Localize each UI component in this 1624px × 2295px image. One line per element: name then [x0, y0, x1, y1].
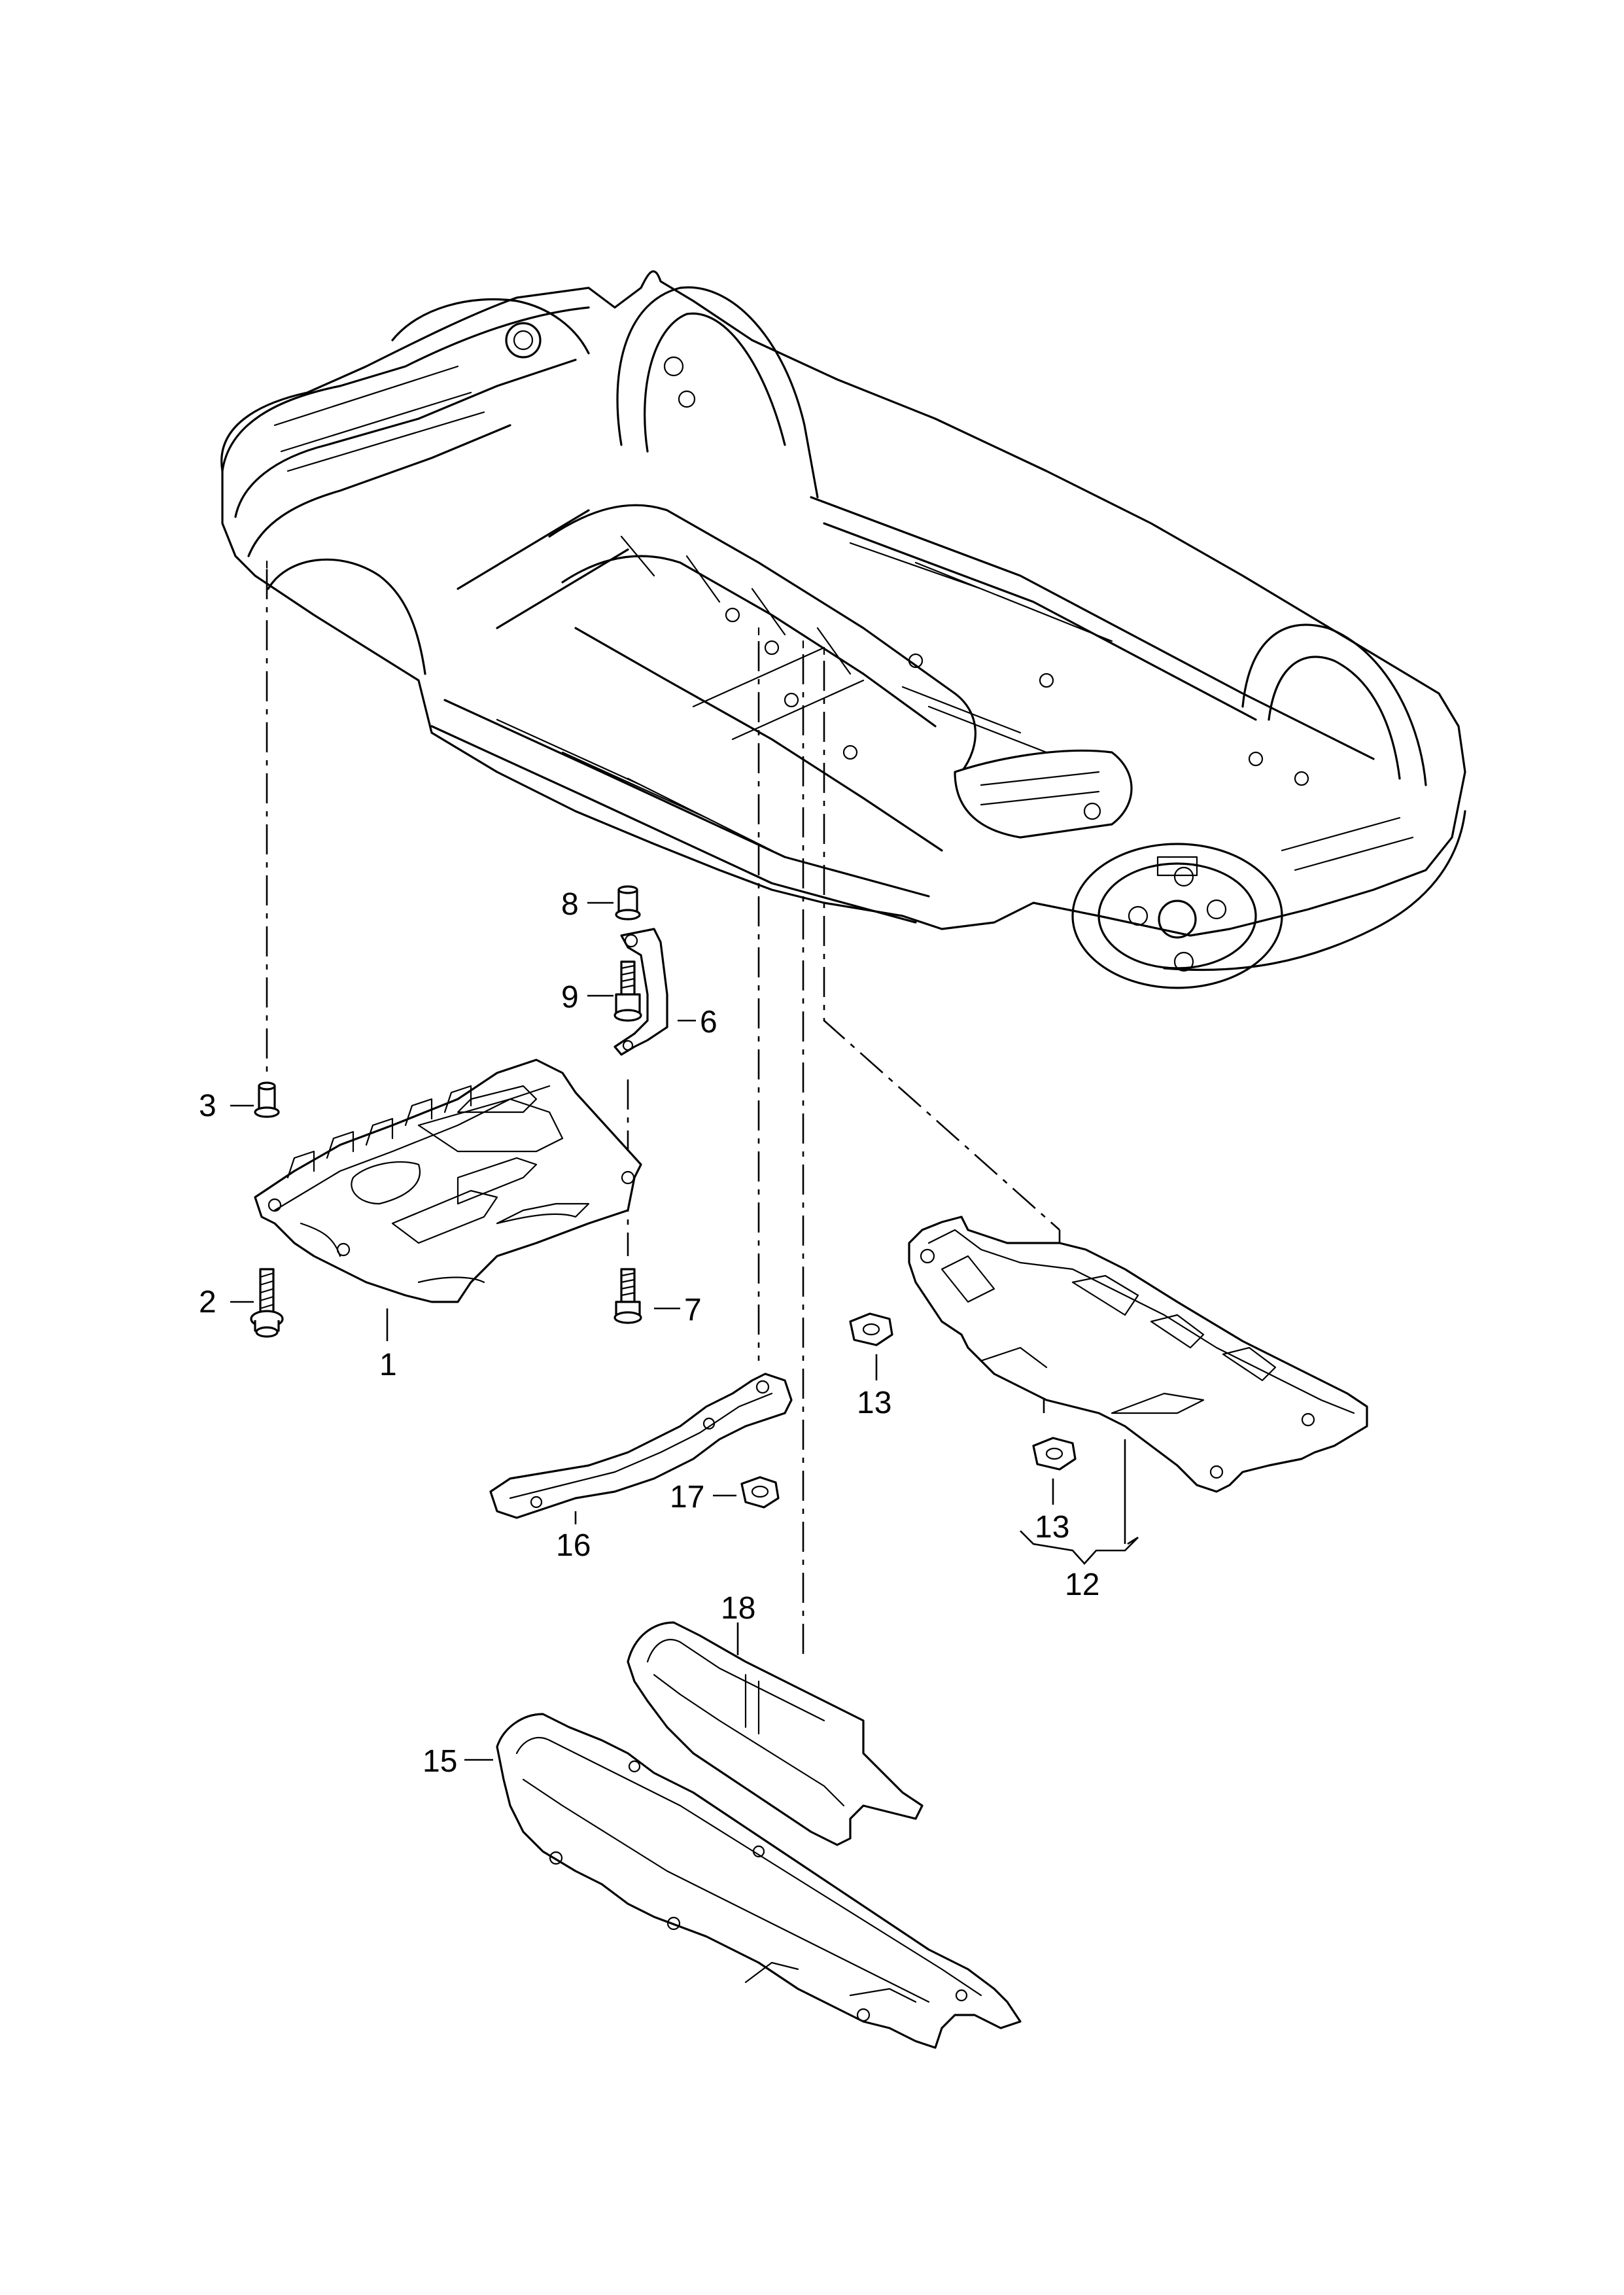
- part-2-bolt: [250, 1268, 284, 1338]
- label-part-15: 15: [423, 1744, 457, 1779]
- label-part-18: 18: [721, 1591, 755, 1626]
- part-1-insulation-tray: [254, 1059, 642, 1303]
- part-3-clip: [254, 1081, 280, 1118]
- label-part-17: 17: [670, 1480, 704, 1515]
- leader-12-bracket: [1020, 1530, 1139, 1565]
- connection-lines: [266, 569, 1074, 1662]
- label-part-9: 9: [561, 980, 579, 1015]
- label-part-13-a: 13: [857, 1386, 891, 1420]
- vehicle-underbody: [220, 270, 1466, 989]
- part-9-bolt: [613, 960, 642, 1022]
- label-part-2: 2: [199, 1285, 216, 1320]
- label-part-7: 7: [684, 1293, 702, 1327]
- callouts: 1 2 3 6 7 8 9 12 13 13 15 16 17 18: [199, 887, 1099, 1779]
- label-part-13-b: 13: [1035, 1510, 1069, 1545]
- part-17-nut: [740, 1476, 780, 1509]
- part-6-bracket: [613, 928, 668, 1056]
- label-part-12: 12: [1065, 1568, 1099, 1602]
- label-part-3: 3: [199, 1089, 216, 1123]
- label-part-16: 16: [556, 1528, 591, 1563]
- part-15-heat-shield: [496, 1713, 1022, 2049]
- part-12-underbody-panel: [908, 1216, 1368, 1493]
- part-16-brace: [489, 1373, 793, 1519]
- leader-12-panel: [1124, 1439, 1139, 1545]
- label-part-8: 8: [561, 887, 579, 922]
- leader-lines: [230, 902, 1139, 1761]
- label-part-6: 6: [700, 1005, 717, 1040]
- label-part-1: 1: [379, 1348, 397, 1382]
- part-8-nut: [615, 885, 641, 920]
- part-13-nut-b: [1032, 1437, 1077, 1471]
- part-13-nut-a: [849, 1312, 893, 1346]
- part-7-bolt: [613, 1268, 642, 1324]
- part-18-heat-shield: [627, 1621, 924, 1846]
